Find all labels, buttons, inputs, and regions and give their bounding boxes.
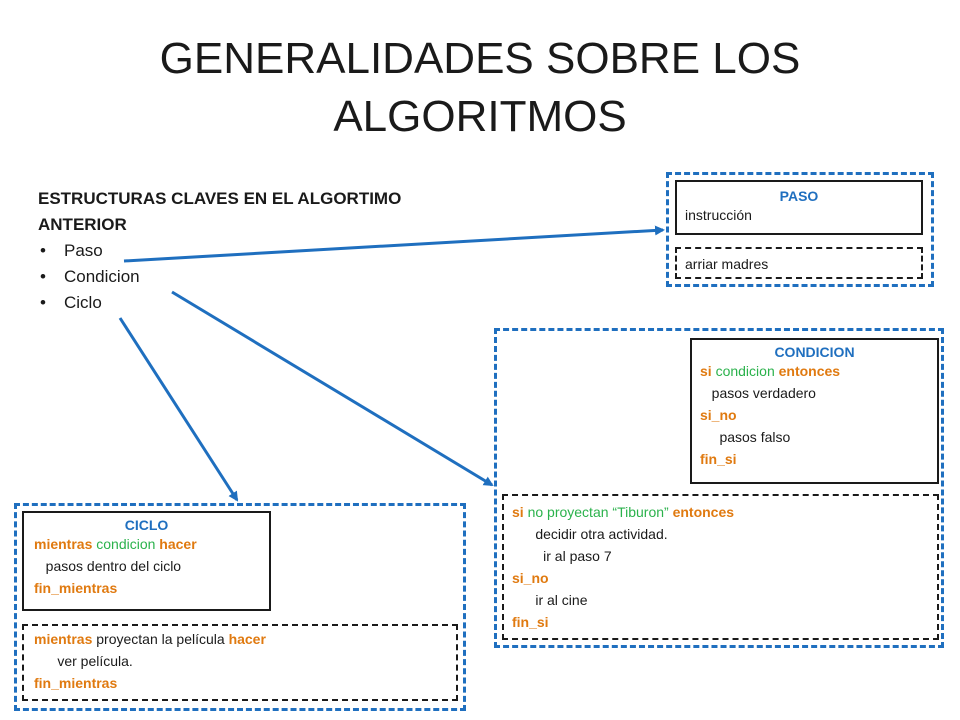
cond-kw-fin-si: fin_si (700, 451, 737, 467)
structures-items: Paso Condicion Ciclo (38, 238, 478, 316)
paso-definition: instrucción (685, 207, 752, 223)
structures-heading-1: ESTRUCTURAS CLAVES EN EL ALGORTIMO (38, 189, 402, 208)
cond-ex-line-3: ir al paso 7 (543, 548, 612, 564)
ciclo-kw-mientras: mientras (34, 536, 93, 552)
cond-kw-si-no: si_no (700, 407, 737, 423)
cond-ex-kw-fin-si: fin_si (512, 614, 549, 630)
structure-item-paso: Paso (38, 238, 478, 264)
condicion-definition-box: CONDICION si condicion entonces pasos ve… (690, 338, 939, 484)
ciclo-ex-kw-hacer: hacer (228, 631, 266, 647)
cond-ex-kw-entonces: entonces (672, 504, 735, 520)
cond-ex-line-5: ir al cine (535, 592, 588, 608)
ciclo-condition: condicion (96, 536, 156, 552)
cond-kw-si: si (700, 363, 712, 379)
ciclo-group (14, 503, 466, 711)
ciclo-ex-kw-fin: fin_mientras (34, 675, 118, 691)
ciclo-kw-fin: fin_mientras (34, 580, 118, 596)
ciclo-ex-condition: proyectan la película (96, 631, 225, 647)
ciclo-kw-hacer: hacer (159, 536, 197, 552)
arrow-condicion (171, 290, 494, 487)
cond-pasos-verdadero: pasos verdadero (711, 385, 816, 401)
paso-group (666, 172, 934, 287)
cond-pasos-falso: pasos falso (719, 429, 791, 445)
cond-ex-kw-si: si (512, 504, 524, 520)
ciclo-definition-box: CICLO mientras condicion hacer pasos den… (22, 511, 271, 611)
structures-heading-2: ANTERIOR (38, 215, 127, 234)
cond-kw-entonces: entonces (778, 363, 841, 379)
condicion-example-box: si no proyectan “Tiburon” entonces decid… (502, 494, 939, 640)
arrow-ciclo (118, 317, 239, 502)
cond-ex-line-2: decidir otra actividad. (535, 526, 668, 542)
condicion-group (494, 328, 944, 648)
ciclo-title: CICLO (124, 517, 169, 533)
structures-list: ESTRUCTURAS CLAVES EN EL ALGORTIMO ANTER… (38, 186, 478, 316)
title-line-1: GENERALIDADES SOBRE LOS (159, 34, 801, 83)
paso-title: PASO (779, 188, 819, 204)
cond-ex-condition: no proyectan “Tiburon” (527, 504, 669, 520)
cond-ex-kw-si-no: si_no (512, 570, 549, 586)
cond-condition: condicion (715, 363, 775, 379)
arrow-paso (123, 225, 665, 263)
structure-item-ciclo: Ciclo (38, 290, 478, 316)
condicion-title: CONDICION (774, 344, 855, 360)
title-line-2: ALGORITMOS (333, 92, 627, 141)
paso-example-box: arriar madres (675, 247, 923, 279)
ciclo-ex-kw-mientras: mientras (34, 631, 93, 647)
paso-definition-box: PASO instrucción (675, 180, 923, 235)
structure-item-condicion: Condicion (38, 264, 478, 290)
ciclo-example-box: mientras proyectan la película hacer ver… (22, 624, 458, 701)
paso-example: arriar madres (685, 256, 769, 272)
page-title: GENERALIDADES SOBRE LOS ALGORITMOS (0, 30, 960, 146)
ciclo-body: pasos dentro del ciclo (45, 558, 182, 574)
ciclo-ex-body: ver película. (57, 653, 133, 669)
